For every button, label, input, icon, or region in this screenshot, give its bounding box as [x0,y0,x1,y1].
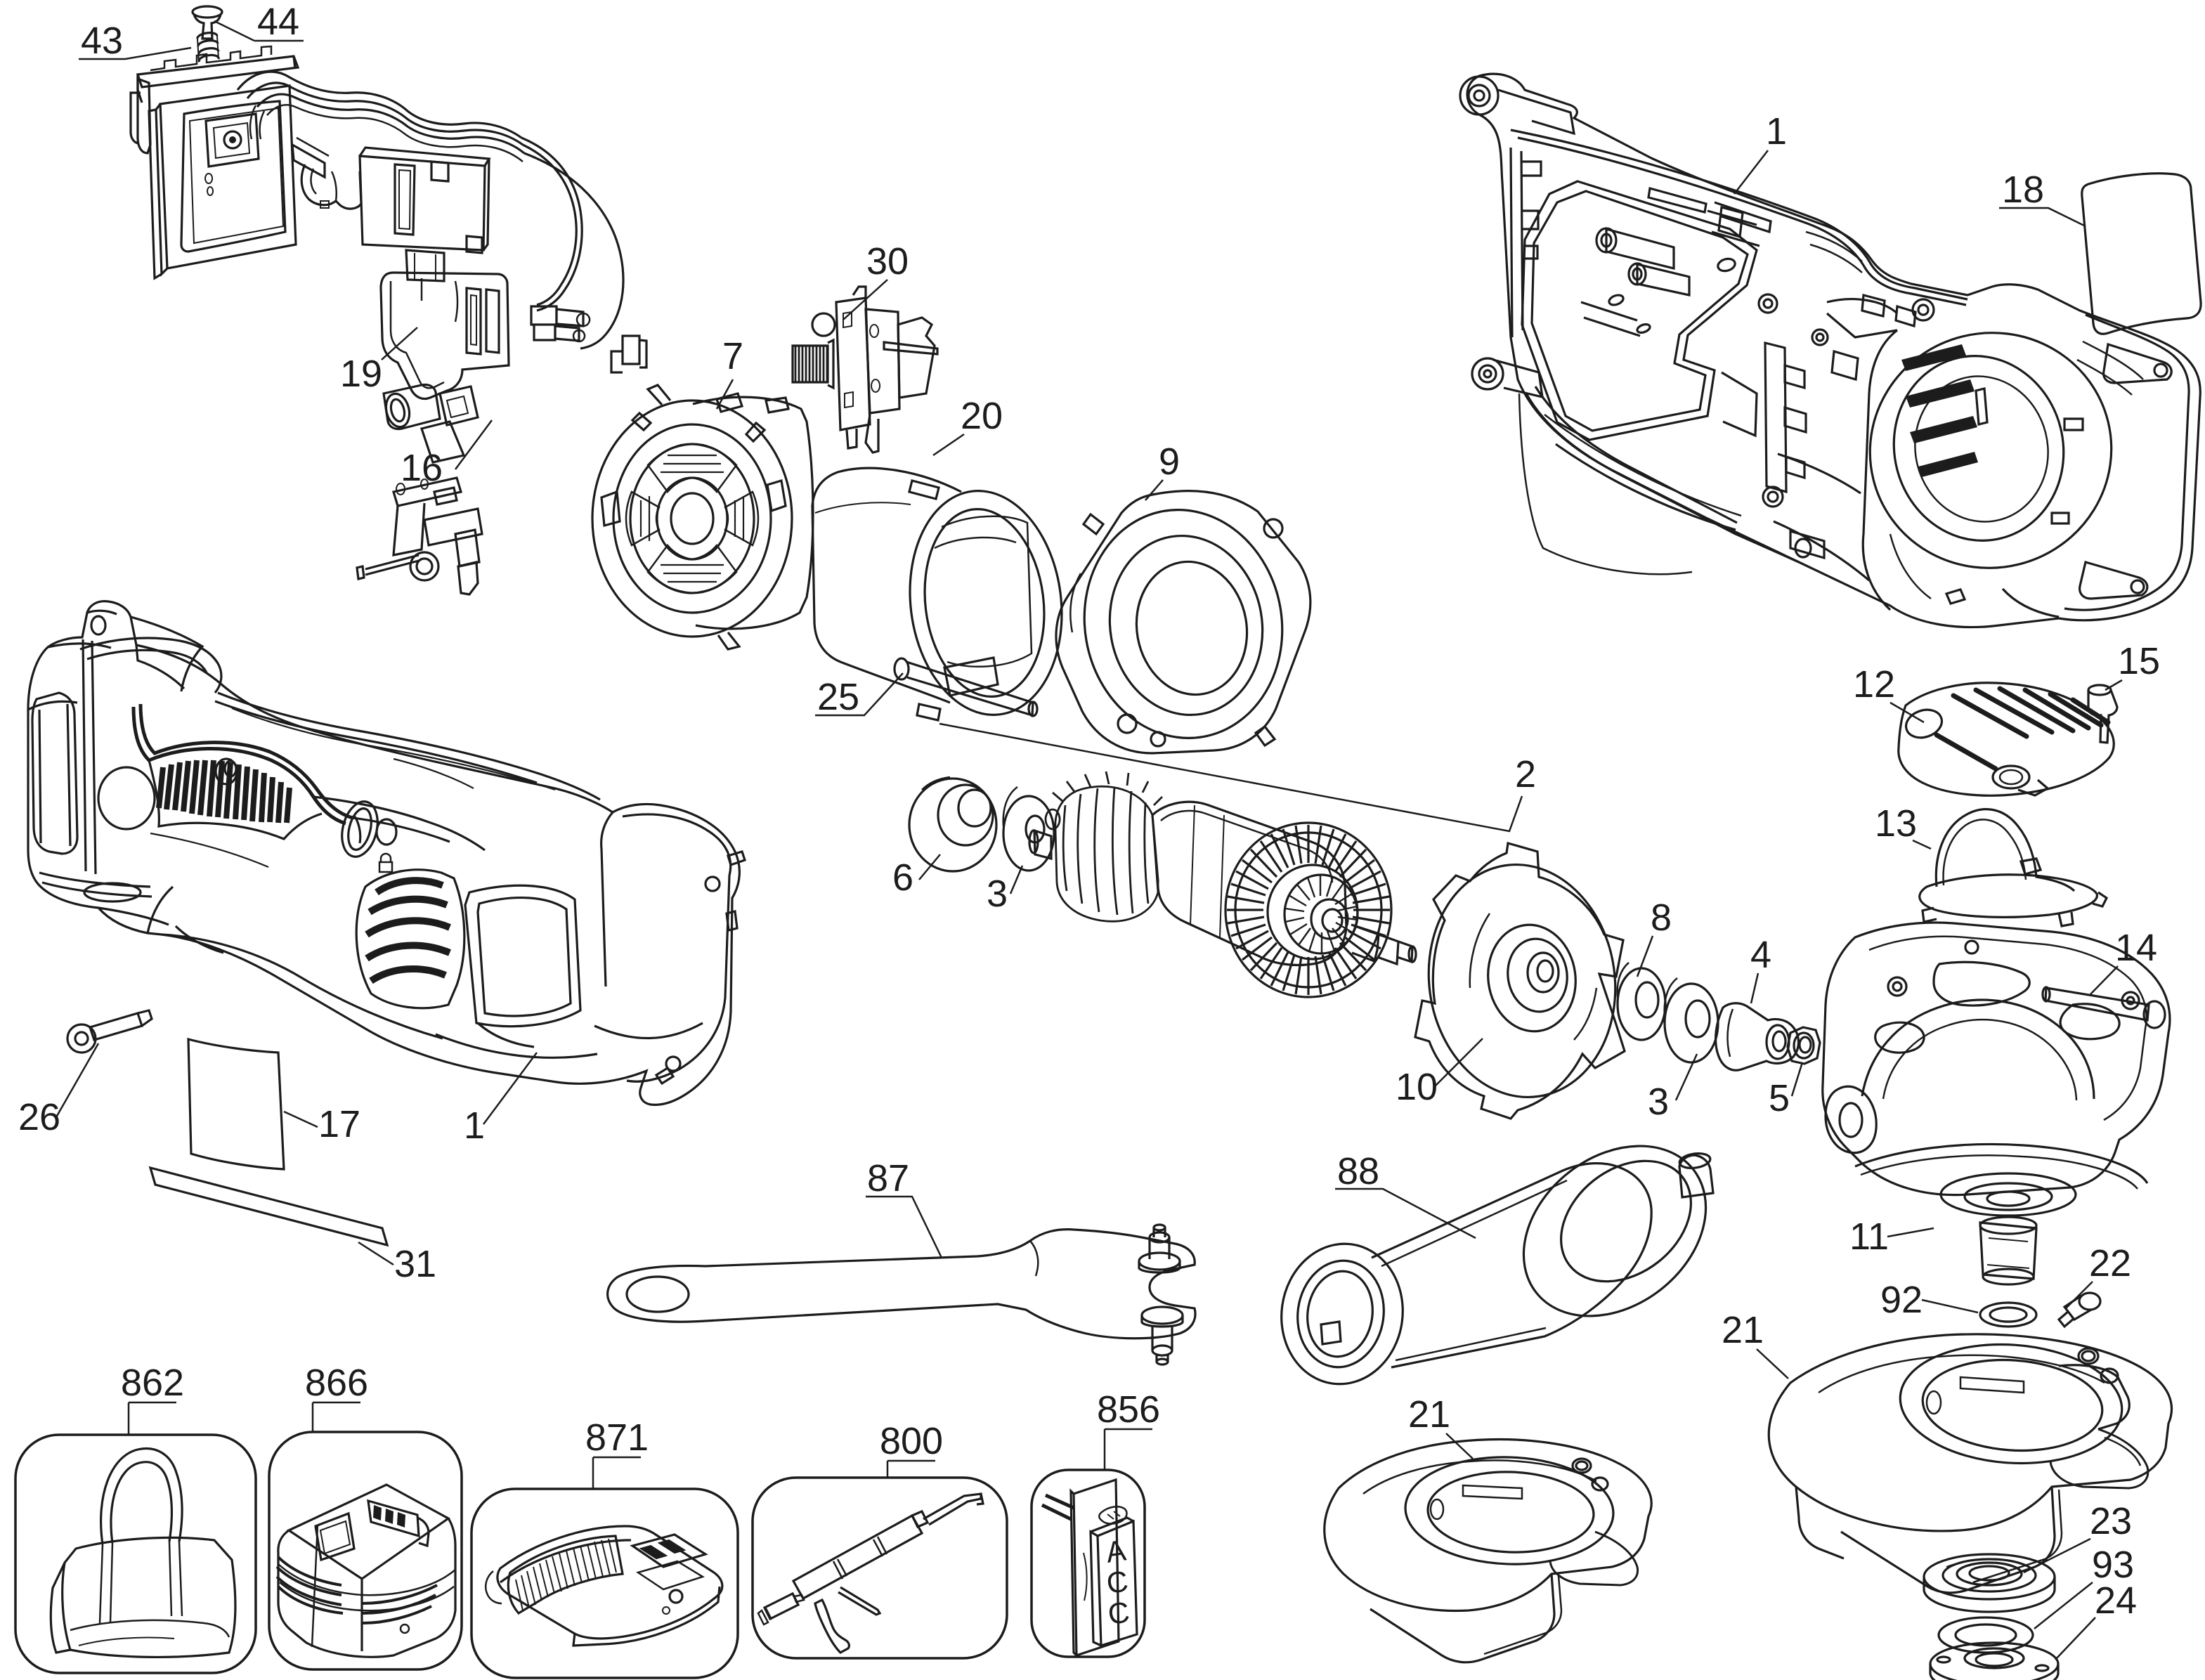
svg-text:871: 871 [585,1417,649,1459]
svg-text:10: 10 [1396,1066,1438,1108]
svg-text:11: 11 [1849,1216,1889,1258]
svg-text:5: 5 [1769,1077,1790,1119]
svg-text:14: 14 [2115,927,2157,969]
svg-text:23: 23 [2090,1500,2132,1542]
svg-text:7: 7 [722,335,743,377]
svg-text:21: 21 [1408,1393,1450,1435]
svg-text:21: 21 [1722,1309,1764,1351]
svg-text:C: C [1105,1564,1131,1600]
svg-text:87: 87 [867,1157,909,1199]
svg-text:20: 20 [961,395,1003,437]
svg-text:15: 15 [2118,640,2160,682]
svg-text:4: 4 [1750,934,1771,976]
svg-text:18: 18 [2002,169,2044,211]
svg-text:866: 866 [305,1362,368,1404]
svg-text:12: 12 [1853,663,1895,705]
svg-text:19: 19 [340,353,382,395]
svg-text:1: 1 [464,1105,485,1147]
svg-text:93: 93 [2092,1544,2134,1586]
svg-text:31: 31 [394,1243,436,1285]
svg-text:13: 13 [1875,802,1917,845]
svg-text:1: 1 [1766,110,1787,152]
svg-text:44: 44 [257,1,299,43]
svg-text:24: 24 [2095,1580,2137,1622]
svg-text:856: 856 [1097,1388,1160,1431]
svg-text:30: 30 [866,240,909,282]
svg-text:862: 862 [121,1362,184,1404]
svg-text:3: 3 [987,873,1008,915]
svg-text:88: 88 [1337,1150,1379,1192]
svg-text:43: 43 [81,20,123,62]
svg-text:A: A [1104,1533,1128,1568]
svg-text:2: 2 [1515,753,1536,795]
svg-text:92: 92 [1880,1279,1923,1321]
svg-text:3: 3 [1648,1081,1669,1123]
svg-text:22: 22 [2089,1242,2131,1284]
svg-text:800: 800 [880,1420,943,1462]
svg-text:9: 9 [1159,441,1180,483]
svg-text:C: C [1106,1595,1132,1631]
svg-text:25: 25 [817,676,859,718]
svg-text:26: 26 [18,1096,60,1138]
svg-text:8: 8 [1651,897,1672,939]
svg-text:17: 17 [318,1103,360,1145]
svg-text:6: 6 [892,857,913,899]
